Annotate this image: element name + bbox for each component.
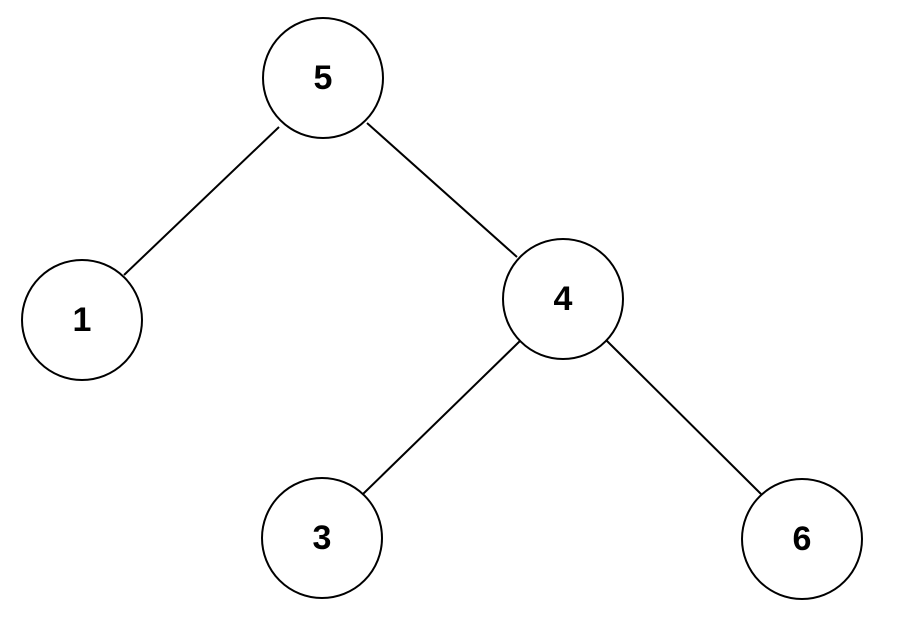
node-circle — [261, 477, 383, 599]
node-circle — [741, 478, 863, 600]
tree-node-4: 4 — [502, 238, 624, 360]
node-circle — [502, 238, 624, 360]
edge-4-6 — [605, 339, 762, 495]
node-label: 3 — [313, 519, 332, 557]
node-label: 1 — [73, 301, 92, 339]
node-label: 5 — [314, 59, 333, 97]
tree-node-5: 5 — [262, 17, 384, 139]
node-circle — [262, 17, 384, 139]
node-label: 4 — [554, 280, 573, 318]
edge-5-4 — [366, 122, 518, 258]
tree-node-3: 3 — [261, 477, 383, 599]
tree-node-1: 1 — [21, 259, 143, 381]
edge-5-1 — [123, 126, 280, 276]
tree-edges — [123, 122, 762, 495]
edge-4-3 — [362, 339, 522, 495]
node-circle — [21, 259, 143, 381]
node-label: 6 — [793, 520, 812, 558]
tree-node-6: 6 — [741, 478, 863, 600]
